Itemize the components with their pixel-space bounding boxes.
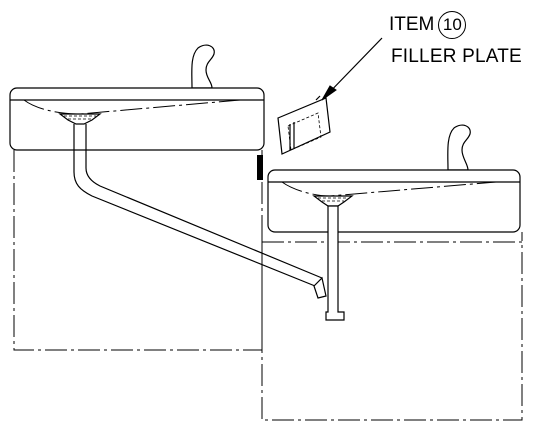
left-drain-pipe: [73, 124, 327, 299]
right-bubbler: [447, 124, 471, 171]
left-basin: [9, 87, 265, 151]
left-bubbler: [191, 44, 215, 89]
part-name-label: FILLER PLATE: [391, 46, 522, 67]
filler-plate-installed: [257, 155, 263, 180]
right-basin: [267, 169, 521, 233]
right-tailpiece: [325, 205, 345, 321]
filler-plate-part: [277, 95, 331, 155]
item-number-badge: 10: [438, 11, 467, 39]
item-label: ITEM: [389, 14, 435, 36]
right-cabinet-outline: [261, 232, 523, 421]
callout-leader-arrow: [321, 37, 383, 101]
left-drain: [58, 113, 102, 125]
left-fountain: [9, 44, 265, 351]
right-fountain: [261, 124, 523, 421]
